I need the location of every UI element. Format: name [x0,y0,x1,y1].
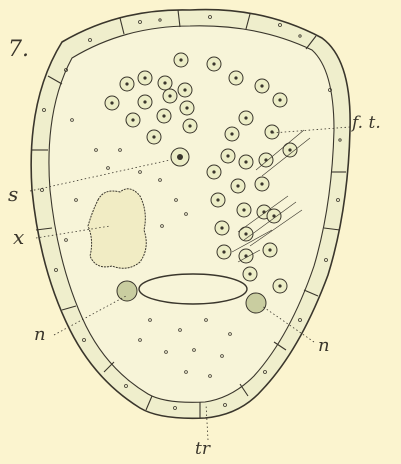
label-n-right: n [318,335,330,356]
label-tr: tr [195,439,211,459]
label-s: s [8,182,18,206]
nucleus-right [246,293,266,313]
label-n-left: n [34,324,46,345]
transverse-cell [139,274,247,304]
label-x: x [13,225,24,249]
figure-number: 7. [8,37,29,62]
label-ft: f. t. [350,113,381,133]
nucleus-left [117,281,137,301]
